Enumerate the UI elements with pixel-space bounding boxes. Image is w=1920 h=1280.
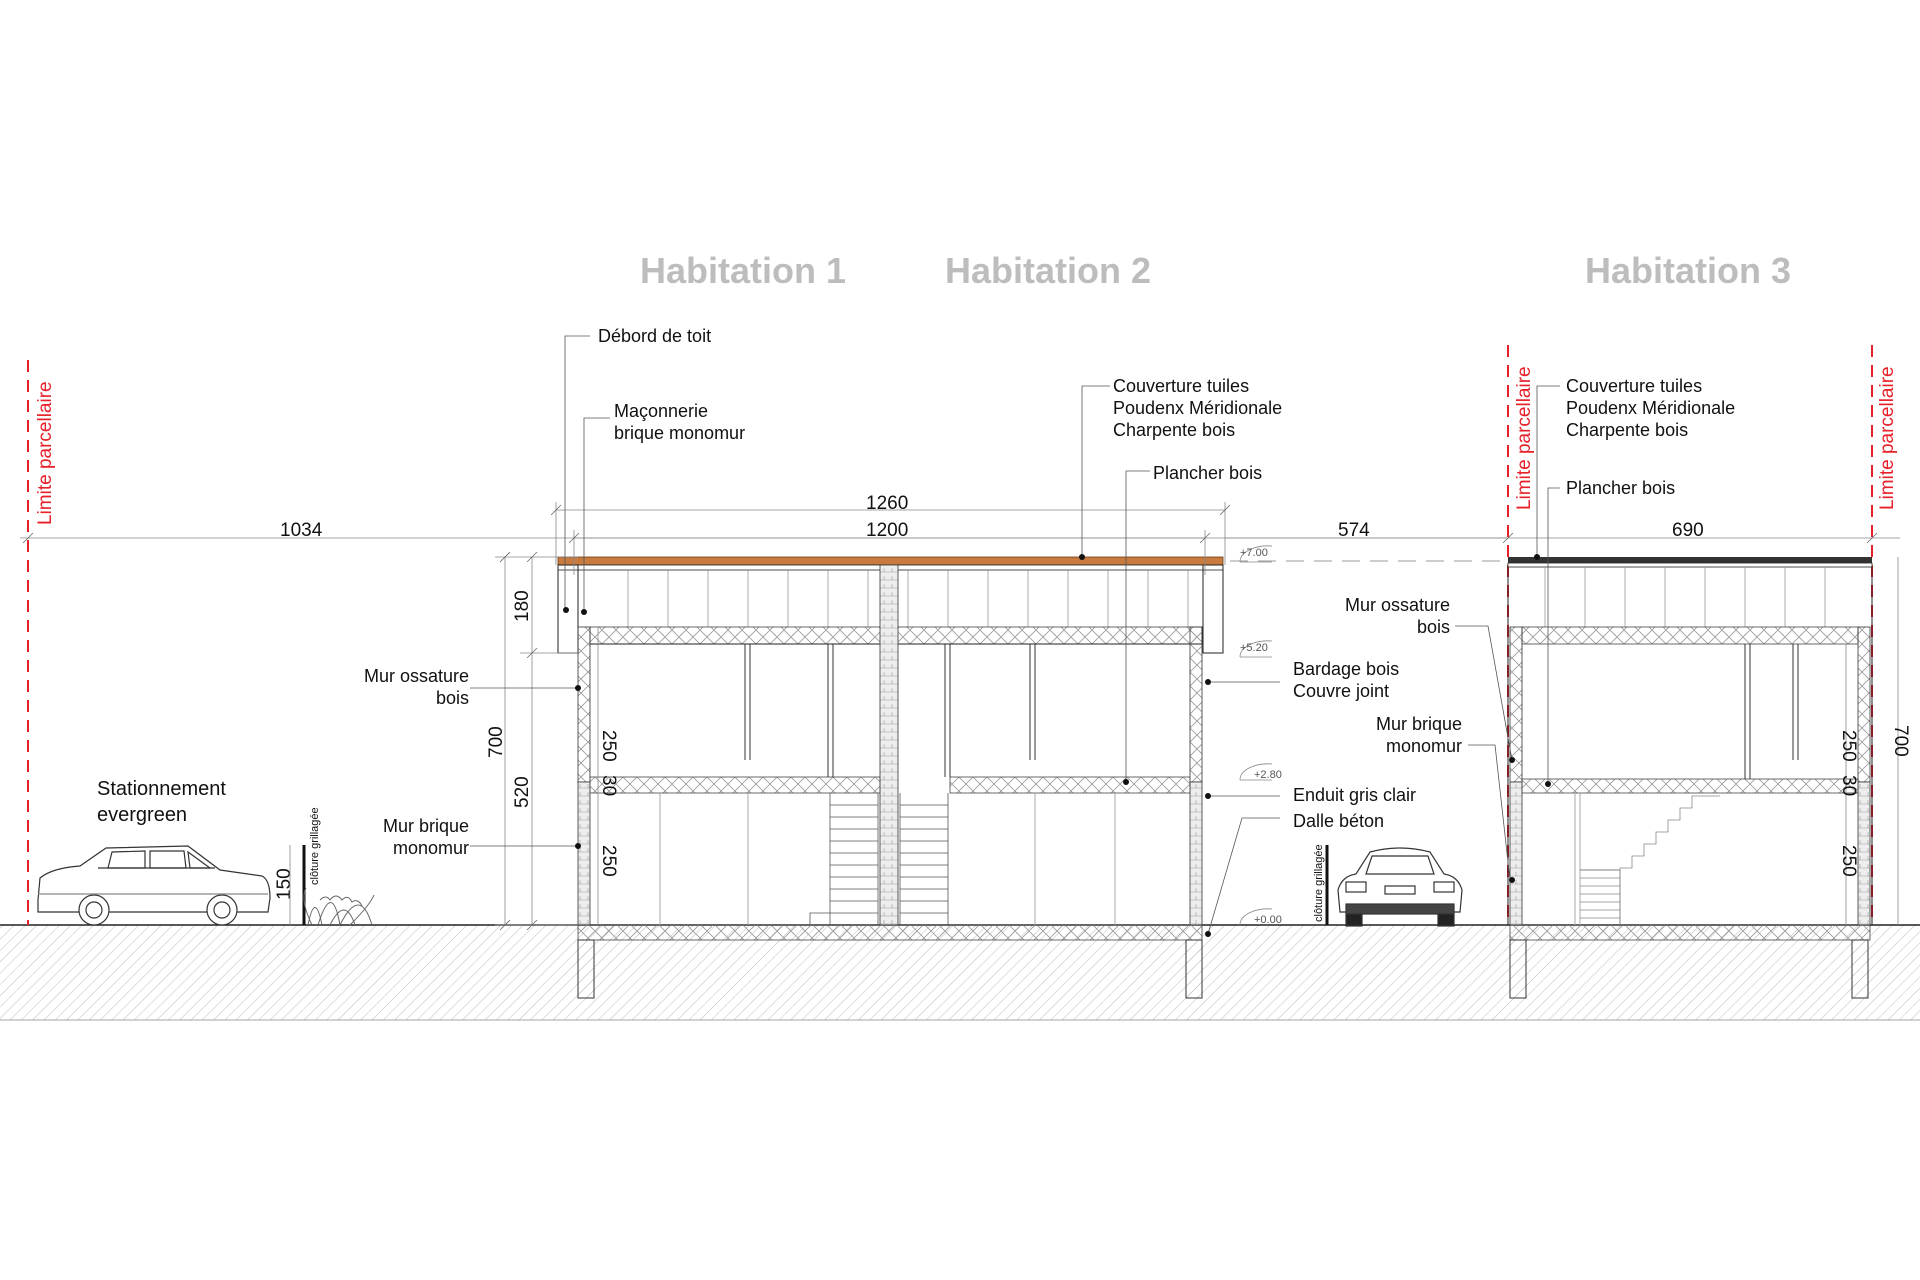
leader-dots	[563, 554, 1551, 937]
label-couverture-l2: Poudenx Méridionale	[1113, 398, 1282, 418]
label-bardage-l1: Bardage bois	[1293, 659, 1399, 679]
label-mur-ossature-r-l1: Mur ossature	[1345, 595, 1450, 615]
property-limit-label-right: Limite parcellaire	[1877, 366, 1898, 510]
level-700: +7.00	[1240, 547, 1268, 559]
property-limit-label-left: Limite parcellaire	[35, 381, 56, 525]
label-mur-brique-l1: Mur brique	[383, 816, 469, 836]
dim-30-left: 30	[598, 775, 619, 796]
dim-700-right: 700	[1890, 725, 1911, 757]
label-mur-brique-l2: monomur	[393, 838, 469, 858]
dim-700-left: 700	[486, 726, 507, 758]
dim-250-lower-right: 250	[1838, 845, 1859, 877]
label-couverture-r-l2: Poudenx Méridionale	[1566, 398, 1735, 418]
dim-180: 180	[512, 590, 533, 622]
label-cloture-right: clôture grillagée	[1313, 844, 1325, 922]
label-stationnement-l1: Stationnement	[97, 778, 226, 800]
dim-30-right: 30	[1838, 775, 1859, 796]
dim-250-lower-left: 250	[598, 845, 619, 877]
property-limit-label-mid: Limite parcellaire	[1514, 366, 1535, 510]
label-mur-brique-r-l1: Mur brique	[1376, 714, 1462, 734]
label-couverture-r-l3: Charpente bois	[1566, 420, 1688, 440]
ground	[0, 924, 1920, 1021]
label-mur-ossature-l2: bois	[436, 688, 469, 708]
label-bardage-l2: Couvre joint	[1293, 681, 1389, 701]
label-mur-ossature-l1: Mur ossature	[364, 666, 469, 686]
dim-1260: 1260	[866, 493, 908, 514]
label-stationnement-l2: evergreen	[97, 804, 187, 826]
dim-250-upper-left: 250	[598, 730, 619, 762]
label-mur-brique-r-l2: monomur	[1386, 736, 1462, 756]
building-left	[557, 556, 1224, 999]
label-couverture-r-l1: Couverture tuiles	[1566, 376, 1702, 396]
label-mur-ossature-r-l2: bois	[1417, 617, 1450, 637]
label-debord-de-toit: Débord de toit	[598, 326, 711, 346]
dim-520: 520	[512, 776, 533, 808]
roof-tiles	[557, 556, 1224, 566]
label-maconnerie-l2: brique monomur	[614, 423, 745, 443]
label-dalle: Dalle béton	[1293, 811, 1384, 831]
level-280: +2.80	[1254, 769, 1282, 781]
dim-150: 150	[274, 868, 295, 900]
level-520: +5.20	[1240, 642, 1268, 654]
dim-1034: 1034	[280, 520, 323, 541]
label-enduit: Enduit gris clair	[1293, 785, 1416, 805]
dim-574: 574	[1338, 520, 1370, 541]
label-maconnerie-l1: Maçonnerie	[614, 401, 708, 421]
shrub-icon	[303, 887, 375, 926]
label-cloture-left: clôture grillagée	[309, 807, 321, 885]
dim-1200: 1200	[866, 520, 908, 541]
label-plancher-bois: Plancher bois	[1153, 463, 1262, 483]
label-couverture-l3: Charpente bois	[1113, 420, 1235, 440]
label-plancher-bois-r: Plancher bois	[1566, 478, 1675, 498]
annotation-leaders	[470, 335, 1560, 935]
dim-250-upper-right: 250	[1838, 730, 1859, 762]
title-habitation-3: Habitation 3	[1585, 250, 1791, 291]
label-couverture-l1: Couverture tuiles	[1113, 376, 1249, 396]
level-000: +0.00	[1254, 914, 1282, 926]
dim-690: 690	[1672, 520, 1704, 541]
level-markers	[1239, 545, 1273, 926]
title-habitation-2: Habitation 2	[945, 250, 1151, 291]
building-right	[1507, 557, 1873, 999]
title-habitation-1: Habitation 1	[640, 250, 846, 291]
car-side-icon	[37, 845, 271, 926]
car-rear-icon	[1337, 847, 1463, 927]
dimension-lines	[22, 502, 1899, 931]
